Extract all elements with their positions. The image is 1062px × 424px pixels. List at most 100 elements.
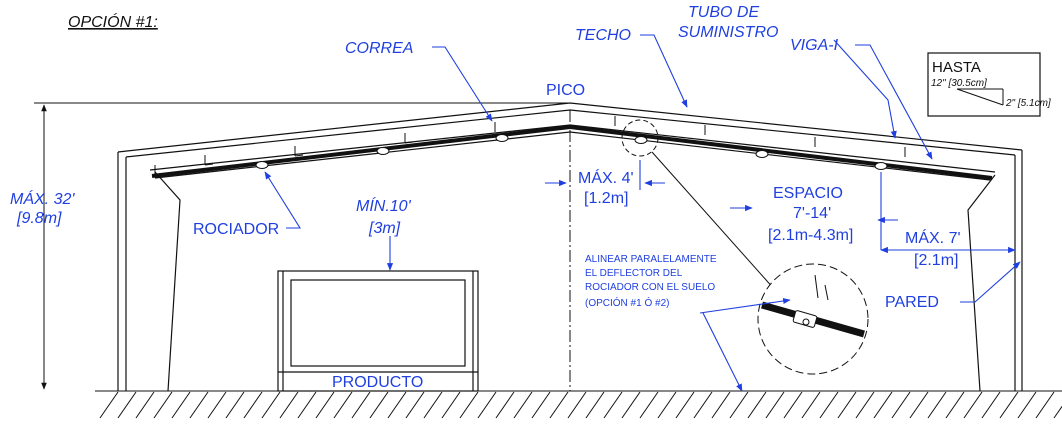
label-max7-1: MÁX. 7': [905, 228, 961, 247]
label-espacio-2: 7'-14': [793, 205, 831, 222]
hatch-stroke: [225, 391, 245, 419]
hatch-stroke: [621, 391, 641, 419]
hatch-stroke: [747, 391, 767, 419]
hatch-stroke: [891, 391, 911, 419]
building-walls: [117, 150, 1023, 392]
max-height-dimension: [34, 102, 570, 390]
hatch-stroke: [315, 391, 335, 419]
hatch-stroke: [441, 391, 461, 419]
hatch-stroke: [1035, 391, 1055, 419]
label-espacio-3: [2.1m-4.3m]: [768, 227, 853, 244]
product-rack: [277, 270, 479, 392]
purlins: [154, 116, 906, 175]
label-min-1: MÍN.10': [356, 196, 412, 215]
hatch-stroke: [765, 391, 785, 419]
hatch-stroke: [243, 391, 263, 419]
label-pared: PARED: [885, 294, 939, 311]
hatch-stroke: [585, 391, 605, 419]
slope-rise: 12" [30.5cm]: [931, 78, 987, 89]
ridge-detail-circle: [621, 119, 659, 157]
sprinkler-head: [874, 162, 888, 170]
label-max-height-1: MÁX. 32': [10, 189, 75, 208]
hatch-stroke: [351, 391, 371, 419]
hatch-stroke: [261, 391, 281, 419]
sprinkler-head: [255, 161, 269, 169]
label-producto: PRODUCTO: [332, 374, 423, 391]
label-correa: CORREA: [345, 40, 413, 57]
sprinkler-head: [376, 147, 390, 155]
hatch-stroke: [783, 391, 803, 419]
hatch-stroke: [153, 391, 173, 419]
hatch-stroke: [99, 391, 119, 419]
hatch-stroke: [675, 391, 695, 419]
label-rociador: ROCIADOR: [193, 221, 279, 238]
hatch-stroke: [513, 391, 533, 419]
label-max4-1: MÁX. 4': [578, 168, 634, 187]
hatch-stroke: [603, 391, 623, 419]
label-espacio-1: ESPACIO: [773, 185, 843, 202]
leaders: [264, 34, 1021, 392]
hatch-stroke: [711, 391, 731, 419]
hatch-stroke: [909, 391, 929, 419]
hatch-stroke: [117, 391, 137, 419]
label-max-height-2: [9.8m]: [16, 210, 62, 227]
hatch-stroke: [927, 391, 947, 419]
label-pico: PICO: [546, 82, 585, 99]
label-max4-2: [1.2m]: [584, 190, 628, 207]
note-line: EL DEFLECTOR DEL: [585, 268, 683, 279]
hatch-stroke: [495, 391, 515, 419]
hatch-stroke: [405, 391, 425, 419]
note-line: (OPCIÓN #1 Ó #2): [585, 296, 669, 309]
hatch-stroke: [1053, 405, 1062, 419]
hatch-stroke: [945, 391, 965, 419]
hatch-stroke: [189, 391, 209, 419]
label-techo: TECHO: [575, 27, 631, 44]
hatch-stroke: [693, 391, 713, 419]
hatch-stroke: [801, 391, 821, 419]
slope-indicator-box: HASTA 12" [30.5cm] 2" [5.1cm]: [927, 52, 1051, 117]
hatch-stroke: [639, 391, 659, 419]
sprinkler-heads: [255, 134, 888, 170]
hatch-stroke: [333, 391, 353, 419]
hatch-stroke: [819, 391, 839, 419]
hatch-stroke: [999, 391, 1019, 419]
hatch-stroke: [459, 391, 479, 419]
option-title: OPCIÓN #1:: [68, 12, 158, 31]
label-max7-2: [2.1m]: [914, 252, 958, 269]
hatch-stroke: [567, 391, 587, 419]
hatch-stroke: [963, 391, 983, 419]
hatch-stroke: [549, 391, 569, 419]
note-line: ALINEAR PARALELAMENTE: [585, 254, 717, 265]
alignment-note: ALINEAR PARALELAMENTE EL DEFLECTOR DEL R…: [585, 254, 717, 309]
hatch-stroke: [477, 391, 497, 419]
hatch-stroke: [657, 391, 677, 419]
ground-hatch: [95, 390, 1062, 419]
hatch-stroke: [297, 391, 317, 419]
hatch-stroke: [369, 391, 389, 419]
hatch-stroke: [171, 391, 191, 419]
label-min-2: [3m]: [368, 220, 401, 237]
hatch-stroke: [981, 391, 1001, 419]
hatch-stroke: [729, 391, 749, 419]
sprinkler-head: [495, 134, 509, 142]
hatch-stroke: [873, 391, 893, 419]
sprinkler-head: [755, 150, 769, 158]
hatch-stroke: [387, 391, 407, 419]
hatch-stroke: [855, 391, 875, 419]
note-line: ROCIADOR CON EL SUELO: [585, 282, 715, 293]
label-tubo-1: TUBO DE: [688, 4, 759, 21]
slope-run: 2" [5.1cm]: [1005, 98, 1051, 109]
label-tubo-2: SUMINISTRO: [678, 24, 778, 41]
hatch-stroke: [279, 391, 299, 419]
hatch-stroke: [135, 391, 155, 419]
hatch-stroke: [837, 391, 857, 419]
hatch-stroke: [207, 391, 227, 419]
sprinkler-head: [634, 136, 648, 144]
hatch-stroke: [531, 391, 551, 419]
label-viga: VIGA-I: [790, 37, 839, 54]
slope-title: HASTA: [932, 59, 981, 76]
sprinkler-detail-callout: [757, 263, 869, 375]
hatch-stroke: [1017, 391, 1037, 419]
